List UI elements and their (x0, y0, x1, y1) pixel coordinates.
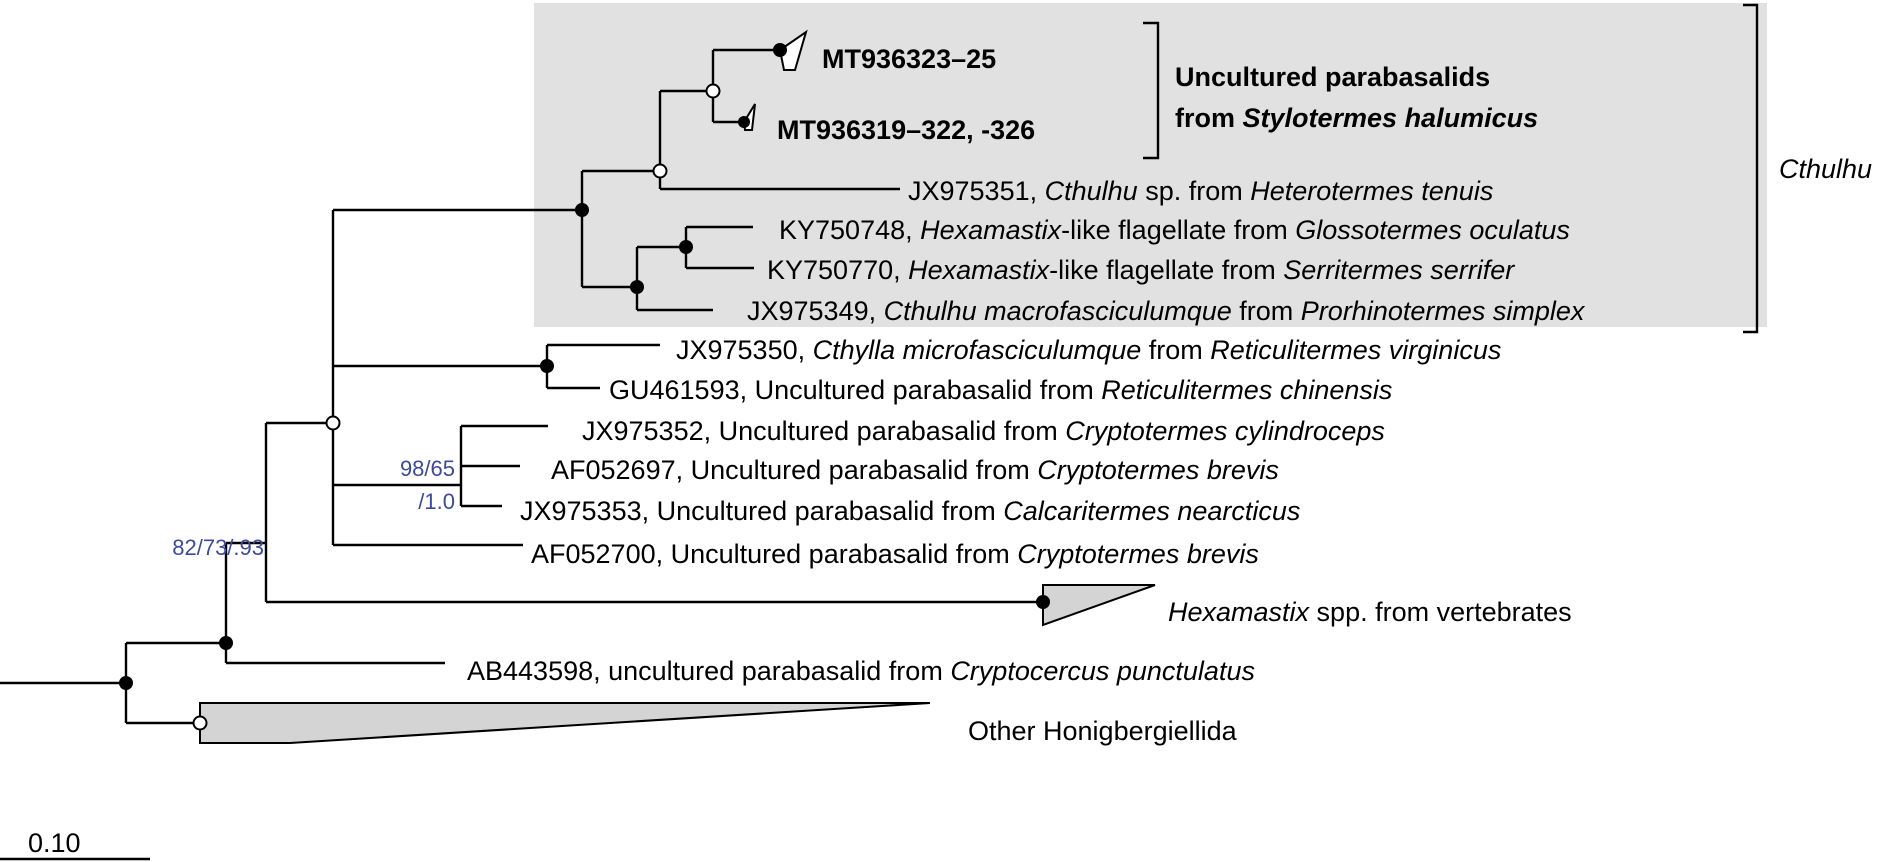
node-filled (1036, 595, 1050, 609)
node-filled (738, 116, 750, 128)
taxon-label: JX975352, Uncultured parabasalid from Cr… (582, 416, 1385, 446)
cthulhu-clade-box (534, 3, 1767, 327)
taxon-label: MT936319–322, -326 (777, 115, 1035, 145)
taxon-label: KY750748, Hexamastix-like flagellate fro… (779, 215, 1570, 245)
node-filled (219, 636, 233, 650)
taxon-label: AF052697, Uncultured parabasalid from Cr… (551, 455, 1279, 485)
taxon-label: Hexamastix spp. from vertebrates (1168, 597, 1572, 627)
taxon-label: Other Honigbergiellida (968, 716, 1238, 746)
taxon-label: KY750770, Hexamastix-like flagellate fro… (767, 255, 1515, 285)
wedge-mt936323 (778, 29, 808, 71)
taxon-label: AF052700, Uncultured parabasalid from Cr… (531, 539, 1259, 569)
support-value: 82/73/.93 (172, 535, 264, 560)
stylotermes-bracket-line2: from Stylotermes halumicus (1175, 103, 1538, 133)
cthulhu-clade-label: Cthulhu (1779, 154, 1872, 184)
wedge-other-honigbergiellida (199, 702, 931, 744)
node-filled (679, 240, 693, 254)
scale-bar-label: 0.10 (28, 828, 81, 858)
stylotermes-bracket (1143, 21, 1160, 160)
node-open (192, 715, 208, 731)
node-filled (119, 676, 133, 690)
node-filled (630, 280, 644, 294)
node-open (325, 415, 341, 431)
taxon-label: MT936323–25 (822, 44, 996, 74)
node-filled (773, 43, 787, 57)
support-value: 98/65 (400, 456, 455, 481)
taxon-label: AB443598, uncultured parabasalid from Cr… (467, 656, 1255, 686)
taxon-label: GU461593, Uncultured parabasalid from Re… (609, 375, 1392, 405)
taxon-label: JX975351, Cthulhu sp. from Heterotermes … (908, 176, 1493, 206)
node-filled (575, 203, 589, 217)
taxon-label: JX975349, Cthulhu macrofasciculumque fro… (747, 296, 1586, 326)
wedge-hexamastix-vertebrates (1042, 584, 1156, 627)
support-value: /1.0 (418, 489, 455, 514)
cthulhu-bracket (1743, 3, 1759, 334)
stylotermes-bracket-line1: Uncultured parabasalids (1175, 62, 1490, 92)
taxon-label: JX975350, Cthylla microfasciculumque fro… (676, 335, 1501, 365)
node-open (652, 163, 668, 179)
node-open (705, 83, 721, 99)
node-filled (540, 359, 554, 373)
taxon-label: JX975353, Uncultured parabasalid from Ca… (520, 496, 1300, 526)
